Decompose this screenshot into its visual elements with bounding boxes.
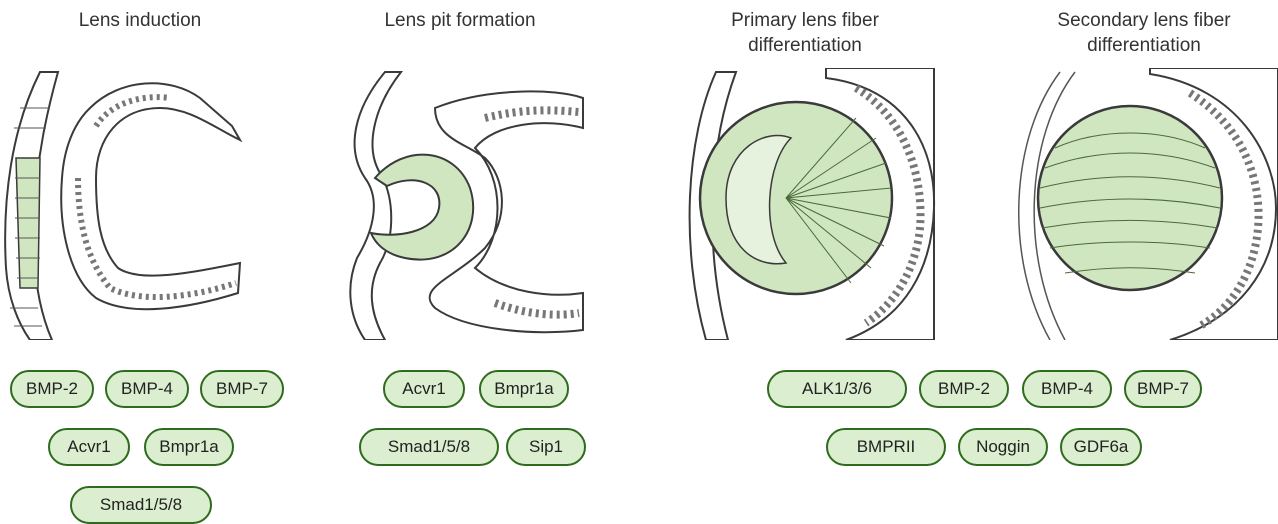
factor-pill: Sip1 (506, 428, 586, 466)
secondary-fiber-illustration (1000, 68, 1278, 340)
factor-pill: Bmpr1a (479, 370, 569, 408)
lens-pit-illustration (335, 68, 585, 340)
factor-pill: GDF6a (1060, 428, 1142, 466)
ectoderm-fold (350, 72, 401, 340)
factor-pill: BMPRII (826, 428, 946, 466)
factor-pill: BMP-2 (919, 370, 1009, 408)
factor-pill: BMP-7 (200, 370, 284, 408)
factor-pill: Noggin (958, 428, 1048, 466)
primary-fiber-illustration (676, 68, 936, 340)
factor-pill: BMP-4 (1022, 370, 1112, 408)
factor-pill: BMP-7 (1124, 370, 1202, 408)
factor-pill: Acvr1 (383, 370, 465, 408)
stage-title-lens-pit-formation: Lens pit formation (340, 8, 580, 33)
optic-vesicle (61, 83, 240, 309)
lens (1038, 106, 1222, 290)
factor-pill: BMP-2 (10, 370, 94, 408)
stage-title-secondary-lens-fiber: Secondary lens fiber differentiation (1010, 8, 1278, 58)
factor-pill: Bmpr1a (144, 428, 234, 466)
stage-title-primary-lens-fiber: Primary lens fiber differentiation (680, 8, 930, 58)
stage-title-lens-induction: Lens induction (40, 8, 240, 33)
factor-pill: Smad1/5/8 (70, 486, 212, 524)
factor-pill: ALK1/3/6 (767, 370, 907, 408)
factor-pill: BMP-4 (105, 370, 189, 408)
factor-pill: Acvr1 (48, 428, 130, 466)
factor-pill: Smad1/5/8 (359, 428, 499, 466)
lens-induction-illustration (0, 68, 250, 340)
